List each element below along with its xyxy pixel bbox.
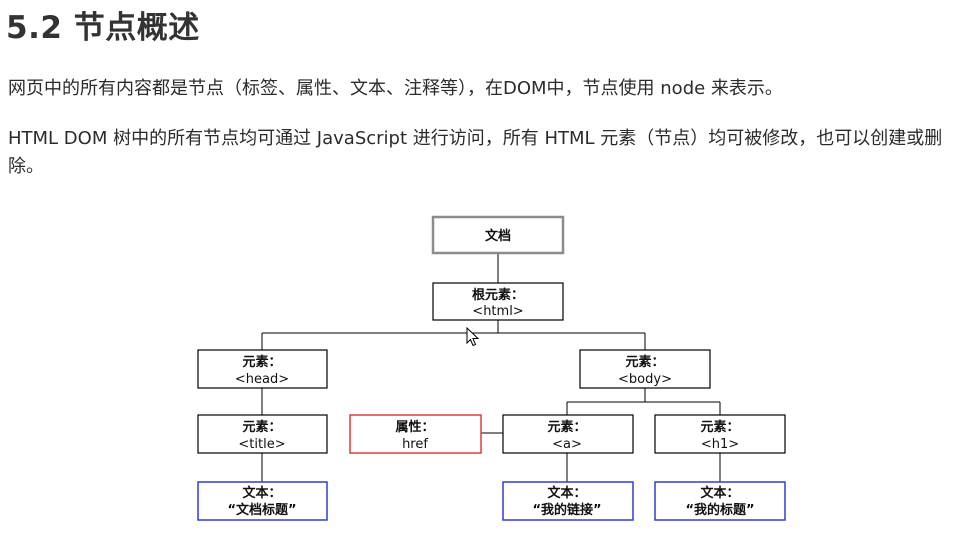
document-node: 文档 xyxy=(431,215,565,255)
root-element-node: 根元素： <html> xyxy=(432,282,564,321)
a-element-kind: 元素： xyxy=(547,419,586,435)
h1-element-kind: 元素： xyxy=(700,419,739,435)
heading-text-kind: 文本： xyxy=(700,485,739,501)
href-attribute-node: 属性： href xyxy=(349,414,482,454)
body-element-tag: <body> xyxy=(618,372,672,387)
title-text-node: 文本： “文档标题” xyxy=(197,481,328,521)
href-attribute-name: href xyxy=(402,437,428,452)
title-element-tag: <title> xyxy=(238,437,285,452)
head-element-tag: <head> xyxy=(235,372,289,387)
a-element-tag: <a> xyxy=(552,437,582,452)
body-element-node: 元素： <body> xyxy=(579,349,711,389)
a-element-node: 元素： <a> xyxy=(502,414,634,454)
dom-access-paragraph: HTML DOM 树中的所有节点均可通过 JavaScript 进行访问，所有 … xyxy=(8,128,943,177)
head-element-node: 元素： <head> xyxy=(197,349,328,389)
link-text-value: “我的链接” xyxy=(532,502,601,518)
page-title: 5.2 节点概述 xyxy=(6,10,200,46)
mouse-pointer-icon xyxy=(466,327,480,347)
h1-element-tag: <h1> xyxy=(701,437,739,452)
title-element-kind: 元素： xyxy=(242,419,281,435)
link-text-node: 文本： “我的链接” xyxy=(502,481,634,521)
body-element-kind: 元素： xyxy=(625,354,664,370)
title-element-node: 元素： <title> xyxy=(197,414,328,454)
document-node-label: 文档 xyxy=(485,228,511,244)
title-text-kind: 文本： xyxy=(242,485,281,501)
title-text-value: “文档标题” xyxy=(227,502,296,518)
root-element-tag: <html> xyxy=(472,304,523,319)
h1-element-node: 元素： <h1> xyxy=(654,414,786,454)
head-element-kind: 元素： xyxy=(242,354,281,370)
intro-paragraph: 网页中的所有内容都是节点（标签、属性、文本、注释等），在DOM中，节点使用 no… xyxy=(8,78,783,99)
root-element-kind: 根元素： xyxy=(472,287,524,303)
href-attribute-kind: 属性： xyxy=(395,419,434,435)
heading-text-node: 文本： “我的标题” xyxy=(654,481,786,521)
heading-text-value: “我的标题” xyxy=(685,502,754,518)
link-text-kind: 文本： xyxy=(547,485,586,501)
connector-lines xyxy=(261,253,721,482)
